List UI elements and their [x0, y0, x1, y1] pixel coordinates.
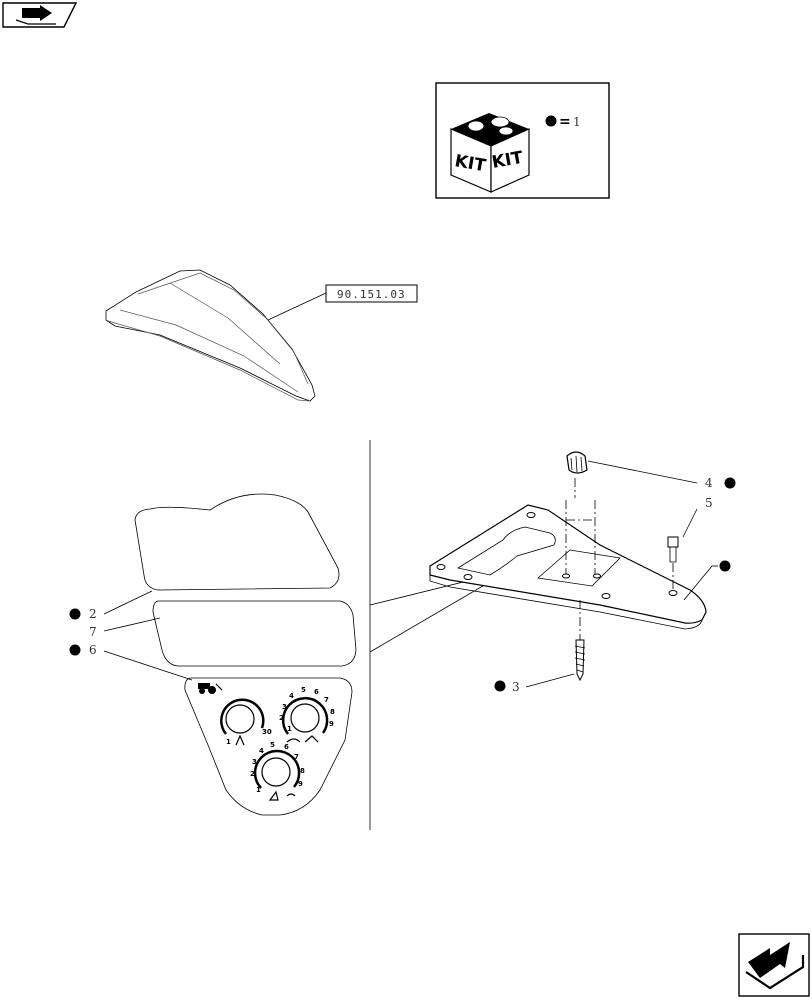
- screw-part-3: [574, 600, 586, 682]
- kit-cube-icon: KIT KIT: [450, 113, 530, 193]
- callout-7[interactable]: 7: [89, 625, 97, 639]
- dial-b-n3: 3: [282, 703, 287, 711]
- svg-text:6: 6: [89, 643, 97, 657]
- prev-page-icon[interactable]: [2, 2, 78, 28]
- kit-bullet-icon: [545, 115, 557, 127]
- dial-b-n5: 5: [301, 686, 306, 694]
- dial-c-n5: 5: [270, 741, 275, 749]
- knob-part-4: [565, 451, 596, 574]
- dial-b-n9: 9: [329, 720, 334, 728]
- decal-2: [134, 493, 340, 591]
- callout-5[interactable]: 5: [705, 496, 713, 510]
- dial-c-n8: 8: [300, 767, 305, 775]
- next-page-icon[interactable]: [738, 933, 810, 997]
- dashboard-panel-drawing: [105, 269, 316, 402]
- dial-c-n2: 2: [250, 770, 255, 778]
- svg-text:4: 4: [705, 476, 713, 490]
- tractor-icon: [198, 683, 223, 694]
- callout-2[interactable]: 2: [69, 607, 97, 621]
- svg-text:2: 2: [89, 607, 97, 621]
- dial-b-n1: 1: [287, 725, 292, 733]
- dial-b-n6: 6: [314, 688, 319, 696]
- dial-c-n4: 4: [259, 747, 264, 755]
- svg-text:3: 3: [512, 680, 520, 694]
- decal-6: 1 30 2 3 4 5 6 7 8 9 1 1 2 3 4 5 6 7: [184, 677, 353, 816]
- callout-3[interactable]: 3: [494, 680, 520, 694]
- dial-b-n8: 8: [330, 708, 335, 716]
- callout-4[interactable]: 4: [705, 476, 736, 490]
- dial-a-min: 1: [226, 738, 231, 746]
- callout-plate[interactable]: [712, 560, 731, 572]
- decal-7: [152, 600, 357, 667]
- callout-6[interactable]: 6: [69, 643, 97, 657]
- svg-text:7: 7: [89, 625, 97, 639]
- dial-c-n3: 3: [252, 758, 257, 766]
- reference-callout[interactable]: 90.151.03: [267, 284, 418, 321]
- screw-part-5: [667, 536, 679, 590]
- dial-c-n7: 7: [294, 753, 299, 761]
- reference-code: 90.151.03: [337, 288, 406, 301]
- dial-c-n9: 9: [298, 780, 303, 788]
- dial-b-n7: 7: [324, 696, 329, 704]
- dial-b-n4: 4: [289, 692, 294, 700]
- dial-a-max: 30: [262, 728, 272, 736]
- kit-qty: 1: [573, 115, 581, 129]
- svg-text:5: 5: [705, 496, 713, 510]
- kit-box: KIT KIT = 1: [435, 82, 610, 199]
- kit-equals: =: [559, 114, 571, 130]
- dial-b-n2: 2: [279, 714, 284, 722]
- dial-c-n6: 6: [284, 743, 289, 751]
- mounting-plate: [429, 504, 707, 630]
- dial-c: 1 2 3 4 5 6 7 8 9: [250, 741, 305, 801]
- dial-c-n1: 1: [256, 786, 261, 794]
- dial-a: 1 30: [220, 698, 272, 746]
- dial-b: 2 3 4 5 6 7 8 9 1: [279, 686, 335, 743]
